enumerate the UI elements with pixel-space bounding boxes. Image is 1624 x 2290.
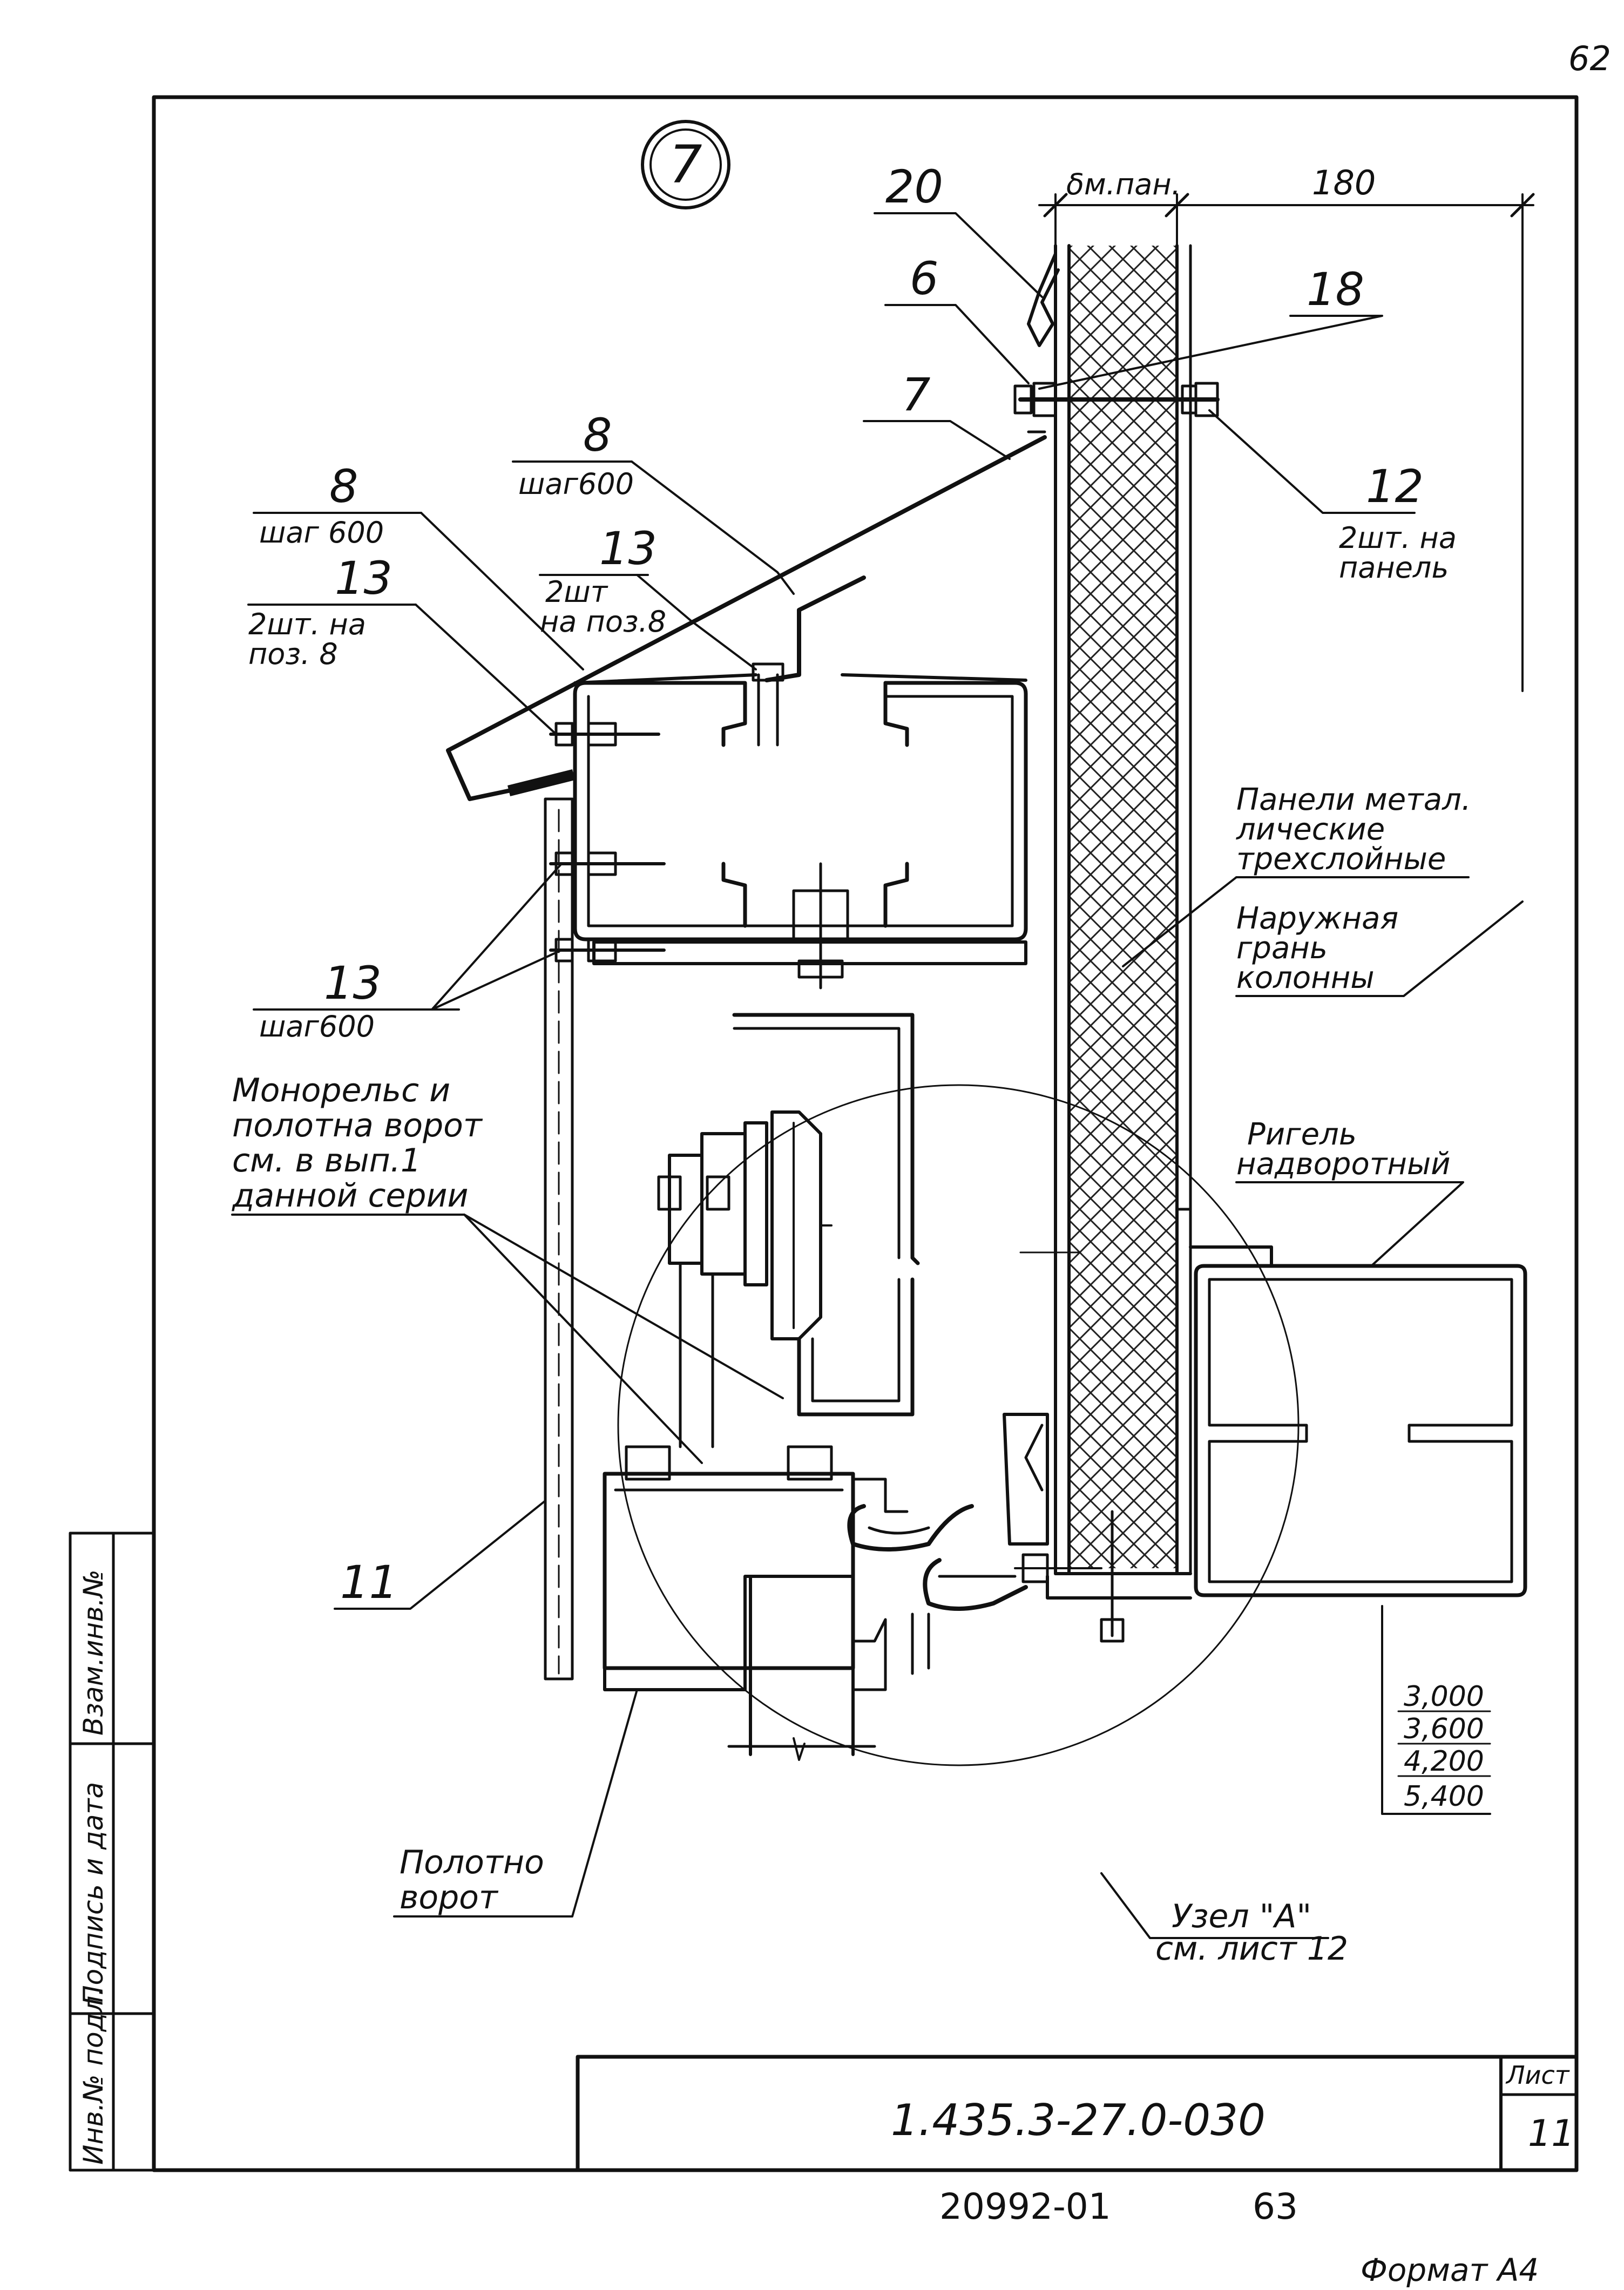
label-gate-leaf: Полотно ворот xyxy=(393,1689,638,1918)
svg-text:6: 6 xyxy=(910,252,938,305)
purlin-box xyxy=(573,673,1028,941)
svg-text:7: 7 xyxy=(902,368,930,421)
svg-text:11: 11 xyxy=(340,1556,398,1609)
panel-base-bolts xyxy=(1014,1251,1192,1643)
callout-pos13-c: 13 шаг600 xyxy=(253,863,563,1044)
svg-text:полотна ворот: полотна ворот xyxy=(232,1107,483,1144)
offset-dimension: 180 xyxy=(1312,163,1376,202)
svg-text:Монорельс и: Монорельс и xyxy=(232,1072,450,1109)
detail-marker: 7 xyxy=(641,120,730,209)
strip-signature: Подпись и дата xyxy=(78,1782,109,2006)
bottom-number: 20992-01 xyxy=(939,2186,1111,2227)
svg-text:шаг600: шаг600 xyxy=(259,1010,375,1044)
label-panels: Панели метал. лические трехслойные xyxy=(1122,782,1471,967)
corner-page-number: 62 xyxy=(1568,39,1611,78)
svg-text:шаг600: шаг600 xyxy=(518,467,634,501)
svg-text:трехслойные: трехслойные xyxy=(1236,842,1446,877)
svg-text:на поз.8: на поз.8 xyxy=(540,605,666,639)
svg-text:панель: панель xyxy=(1339,551,1449,585)
detail-number: 7 xyxy=(669,134,702,195)
bottom-page: 63 xyxy=(1253,2186,1298,2227)
panel-bolt xyxy=(1013,382,1220,417)
svg-text:Узел "А": Узел "А" xyxy=(1172,1898,1311,1935)
label-transom: Ригель надворотный xyxy=(1235,1117,1464,1267)
label-column-face: Наружная грань колонны xyxy=(1235,900,1524,997)
callout-pos8-a: 8 шаг600 xyxy=(512,409,795,595)
title-block: 1.435.3-27.0-030 Лист 11 xyxy=(576,2055,1579,2172)
svg-text:13: 13 xyxy=(599,522,657,575)
label-elevations: 3,000 3,600 4,200 5,400 xyxy=(1381,1605,1491,1815)
label-monorail: Монорельс и полотна ворот см. в вып.1 да… xyxy=(231,1072,784,1464)
svg-text:13: 13 xyxy=(324,957,382,1010)
svg-text:грань: грань xyxy=(1236,931,1328,966)
purlin-side-bolts xyxy=(549,662,784,963)
svg-text:2шт. на: 2шт. на xyxy=(1339,521,1457,555)
monorail-trolley xyxy=(657,1110,833,1448)
callout-pos11: 11 xyxy=(334,1500,546,1610)
svg-text:колонны: колонны xyxy=(1236,960,1375,995)
svg-text:Ригель: Ригель xyxy=(1247,1117,1357,1152)
strip-replaced: Взам.инв.№ xyxy=(78,1569,109,1736)
svg-text:Полотно: Полотно xyxy=(400,1844,544,1881)
callout-pos13-b: 13 2шт. на поз. 8 xyxy=(247,552,557,735)
left-binding-strip: Инв.№ подл. Подпись и дата Взам.инв.№ xyxy=(69,1532,155,2172)
hanger-plate xyxy=(592,862,1027,1265)
svg-text:лические: лические xyxy=(1236,812,1385,847)
top-flashing xyxy=(1027,252,1060,347)
callout-pos20: 20 xyxy=(874,160,1043,298)
sandwich-panel xyxy=(1054,244,1192,1575)
svg-text:3,600: 3,600 xyxy=(1404,1713,1484,1745)
callout-pos13-a: 13 2шт на поз.8 xyxy=(539,522,757,670)
monorail-channel xyxy=(797,1277,915,1417)
svg-text:надворотный: надворотный xyxy=(1236,1147,1451,1182)
strip-inv-number: Инв.№ подл. xyxy=(78,1987,109,2165)
rubber-seals xyxy=(847,1413,1049,1675)
svg-text:20: 20 xyxy=(885,160,943,213)
sheet-number: 11 xyxy=(1528,2112,1575,2155)
canopy-sheet xyxy=(446,430,1047,801)
sheet-label: Лист xyxy=(1505,2061,1570,2090)
panel-thickness-dimension: δм.пан. xyxy=(1066,167,1181,201)
gate-carriage xyxy=(603,1445,909,1761)
svg-text:3,000: 3,000 xyxy=(1404,1681,1484,1713)
transom-beam xyxy=(1175,1208,1527,1597)
footer-format: Формат А4 xyxy=(1361,2252,1539,2288)
vertical-strip xyxy=(544,797,574,1681)
node-a-circle xyxy=(617,1084,1300,1766)
svg-text:Наружная: Наружная xyxy=(1236,901,1398,936)
callout-pos7: 7 xyxy=(863,368,1011,460)
svg-text:4,200: 4,200 xyxy=(1404,1745,1484,1778)
svg-text:Панели метал.: Панели метал. xyxy=(1236,782,1471,817)
svg-text:см. лист 12: см. лист 12 xyxy=(1155,1930,1348,1968)
svg-text:8: 8 xyxy=(583,409,612,462)
top-dimensions: δм.пан. 180 xyxy=(1038,163,1535,692)
svg-text:2шт: 2шт xyxy=(545,575,608,609)
svg-text:12: 12 xyxy=(1366,460,1424,513)
svg-text:18: 18 xyxy=(1307,263,1364,316)
svg-text:5,400: 5,400 xyxy=(1404,1780,1484,1813)
drawing-designation: 1.435.3-27.0-030 xyxy=(891,2095,1266,2145)
label-node-a: Узел "А" см. лист 12 xyxy=(1100,1872,1348,1968)
svg-text:8: 8 xyxy=(329,460,358,513)
svg-text:13: 13 xyxy=(335,552,393,605)
callout-pos18: 18 xyxy=(1038,263,1383,390)
callout-pos8-b: 8 шаг 600 xyxy=(253,460,584,670)
svg-text:2шт. на: 2шт. на xyxy=(248,607,366,641)
svg-text:шаг 600: шаг 600 xyxy=(259,516,384,550)
svg-text:поз. 8: поз. 8 xyxy=(248,637,338,671)
svg-text:ворот: ворот xyxy=(400,1879,499,1916)
svg-text:данной серии: данной серии xyxy=(232,1177,468,1215)
svg-text:см. в вып.1: см. в вып.1 xyxy=(232,1142,421,1180)
callout-pos12: 12 2шт. на панель xyxy=(1208,409,1457,585)
callout-pos6: 6 xyxy=(884,252,1030,384)
